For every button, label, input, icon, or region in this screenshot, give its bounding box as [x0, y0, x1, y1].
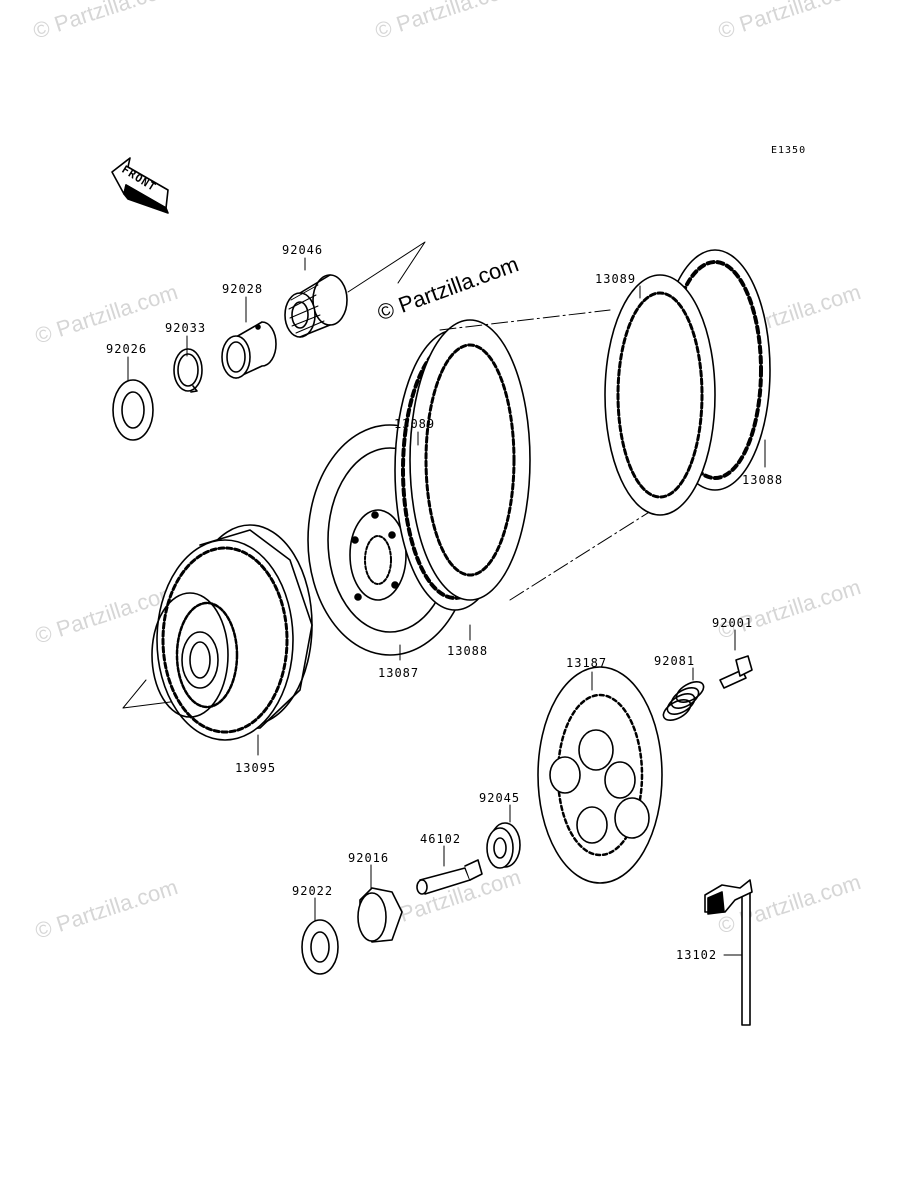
part-label-92045[interactable]: 92045	[479, 791, 521, 805]
part-label-92028[interactable]: 92028	[222, 282, 264, 296]
ball-bearing	[486, 822, 521, 869]
push-rod	[416, 859, 483, 895]
leader-line	[347, 241, 426, 293]
part-label-92046[interactable]: 92046	[282, 243, 324, 257]
part-label-92026[interactable]: 92026	[106, 342, 148, 356]
bushing	[221, 321, 277, 379]
clutch-bolt	[719, 655, 753, 689]
plain-washer	[301, 919, 339, 975]
label-leaders	[127, 257, 766, 956]
part-label-92016[interactable]: 92016	[348, 851, 390, 865]
part-label-13089[interactable]: 13089	[595, 272, 637, 286]
pressure-plate	[537, 666, 663, 884]
part-label-13088[interactable]: 13088	[742, 473, 784, 487]
part-label-46102[interactable]: 46102	[420, 832, 462, 846]
clutch-housing	[151, 524, 313, 741]
release-shaft	[704, 879, 753, 1026]
part-label-13087[interactable]: 13087	[378, 666, 420, 680]
part-label-92081[interactable]: 92081	[654, 654, 696, 668]
lock-nut	[357, 887, 403, 943]
part-label-13187[interactable]: 13187	[566, 656, 608, 670]
clutch-spring	[662, 680, 705, 722]
needle-bearing	[284, 274, 348, 338]
thrust-washer	[112, 379, 154, 441]
part-label-92033[interactable]: 92033	[165, 321, 207, 335]
part-label-13102[interactable]: 13102	[676, 948, 718, 962]
steel-plate	[409, 319, 531, 601]
part-label-92001[interactable]: 92001	[712, 616, 754, 630]
leader-line	[122, 679, 179, 709]
front-arrow-icon	[111, 157, 169, 214]
part-label-13095[interactable]: 13095	[235, 761, 277, 775]
diagram-code: E1350	[771, 145, 807, 156]
part-label-92022[interactable]: 92022	[292, 884, 334, 898]
part-label-13089[interactable]: 13089	[394, 417, 436, 431]
circlip	[173, 348, 203, 393]
friction-plate-rear	[604, 274, 716, 516]
part-label-13088[interactable]: 13088	[447, 644, 489, 658]
guide-line	[439, 309, 611, 331]
